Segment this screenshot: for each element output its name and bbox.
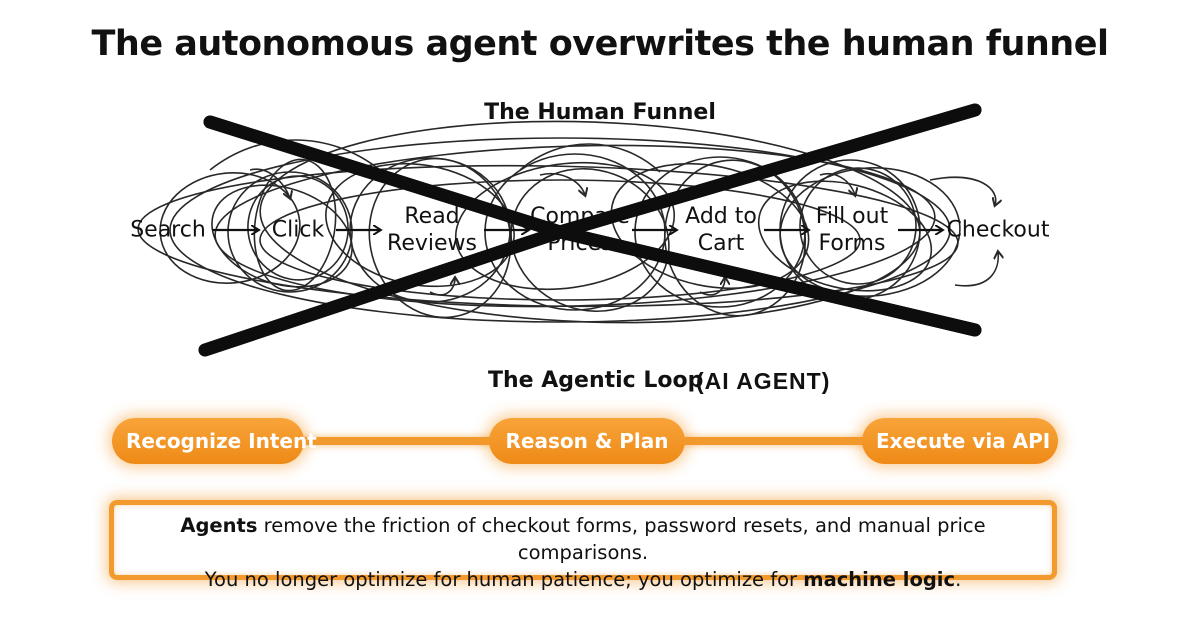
human-funnel-heading: The Human Funnel xyxy=(484,100,716,125)
page-title: The autonomous agent overwrites the huma… xyxy=(91,24,1109,64)
loop-step-recognize-intent: Recognize Intent xyxy=(112,418,317,464)
summary-note: Agents remove the friction of checkout f… xyxy=(109,500,1057,591)
funnel-step-click: Click xyxy=(271,217,325,243)
loop-step-reason-plan: Reason & Plan xyxy=(489,418,685,464)
funnel-step-add-to-cart: Add to Cart xyxy=(685,204,757,256)
cross-out-overlay xyxy=(198,103,982,357)
funnel-step-read-reviews: Read Reviews xyxy=(387,204,477,256)
funnel-step-fill-out-forms: Fill out Forms xyxy=(815,204,889,256)
agentic-loop-heading: The Agentic Loop xyxy=(488,368,704,393)
summary-line-2: You no longer optimize for human patienc… xyxy=(204,568,962,591)
funnel-step-search: Search xyxy=(130,217,206,243)
agentic-loop-tag: (AI AGENT) xyxy=(696,368,831,394)
funnel-step-checkout: Checkout xyxy=(946,217,1050,243)
summary-line-1: Agents remove the friction of checkout f… xyxy=(180,514,986,564)
scribble-loops xyxy=(137,120,998,324)
loop-step-execute-api: Execute via API xyxy=(862,418,1058,464)
